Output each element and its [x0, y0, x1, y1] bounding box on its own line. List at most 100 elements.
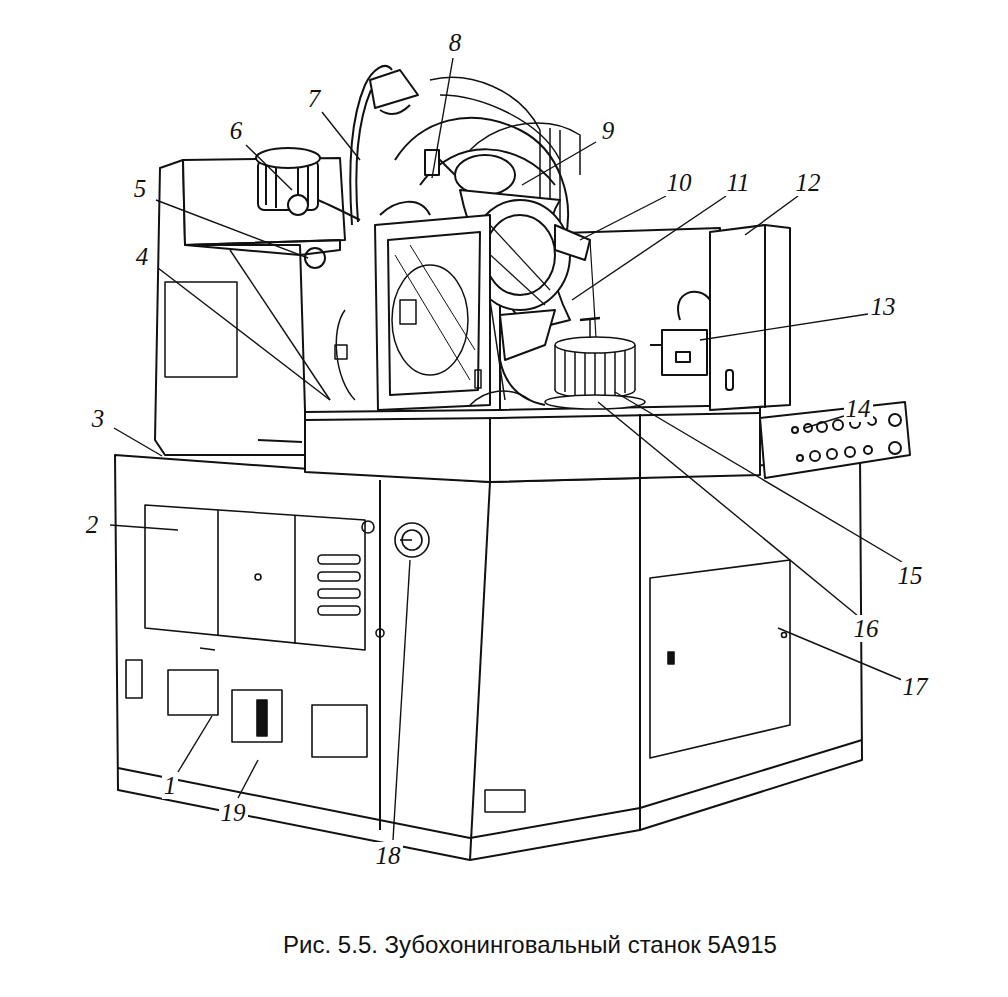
left-doors [126, 505, 429, 757]
drawing-stroke [318, 555, 360, 564]
drawing-stroke [393, 560, 410, 840]
drawing-stroke [455, 155, 515, 195]
drawing-stroke [168, 670, 218, 715]
drawing-stroke [764, 225, 766, 408]
drawing-stroke [662, 330, 707, 375]
drawing-stroke [485, 790, 525, 812]
drawing-stroke [845, 447, 855, 457]
drawing-stroke [379, 480, 381, 830]
drawing-stroke [115, 455, 862, 860]
drawing-stroke [400, 300, 416, 324]
drawing-stroke [322, 112, 360, 160]
drawing-stroke [258, 440, 302, 442]
drawing-stroke [318, 200, 360, 220]
drawing-stroke [500, 413, 760, 418]
drawing-stroke [489, 418, 491, 482]
drawing-stroke [335, 345, 347, 359]
callout-number: 14 [844, 395, 873, 422]
drawing-stroke [500, 360, 545, 405]
drawing-stroke [778, 628, 902, 680]
drawing-stroke [305, 405, 760, 482]
drawing-stroke [634, 345, 636, 390]
drawing-stroke [710, 225, 790, 410]
drawing-stroke [810, 451, 820, 461]
drawing-stroke [554, 345, 556, 390]
drawing-stroke [678, 292, 710, 330]
drawing-stroke [889, 414, 901, 426]
base-cabinet [115, 455, 862, 860]
drawing-stroke [178, 716, 212, 772]
drawing-stroke [545, 395, 645, 409]
callout-number: 2 [84, 511, 101, 538]
drawing-stroke [318, 589, 360, 598]
callout-number: 3 [90, 405, 107, 432]
drawing-stroke [797, 455, 803, 461]
right-door [650, 560, 790, 758]
drawing-stroke [782, 633, 787, 638]
drawing-stroke [318, 572, 360, 581]
drawing-stroke [158, 268, 330, 400]
drawing-stroke [827, 449, 837, 459]
callout-number: 17 [901, 673, 930, 700]
workpiece-gear [545, 318, 645, 409]
callout-number: 7 [306, 85, 323, 112]
callout-number: 4 [134, 243, 151, 270]
drawing-stroke [318, 606, 360, 615]
callout-number: 6 [228, 117, 245, 144]
drawing-stroke [370, 70, 418, 108]
drawing-stroke [572, 196, 726, 300]
callout-number: 18 [374, 842, 403, 869]
callout-number: 19 [219, 799, 248, 826]
drawing-stroke [305, 418, 500, 420]
drawing-stroke [760, 402, 910, 478]
drawing-stroke [500, 310, 555, 360]
drawing-stroke [889, 442, 901, 454]
drawing-stroke [307, 165, 309, 205]
motor [256, 148, 360, 220]
drawing-stroke [580, 196, 666, 240]
drawing-stroke [288, 195, 308, 215]
drawing-stroke [362, 521, 374, 533]
drawing-stroke [805, 416, 844, 428]
figure-caption: Рис. 5.5. Зубохонинговальный станок 5А91… [283, 932, 777, 958]
callout-number: 13 [869, 293, 898, 320]
drawing-stroke [400, 539, 412, 541]
drawing-stroke [624, 345, 626, 393]
drawing-stroke [555, 225, 590, 260]
drawing-stroke [145, 505, 365, 650]
left-housing [155, 158, 345, 455]
drawing-stroke [312, 705, 367, 757]
drawing-stroke [475, 370, 481, 388]
drawing-stroke [485, 250, 545, 305]
drawing-stroke [615, 392, 902, 562]
drawing-stroke [380, 202, 430, 215]
drawing-stroke [745, 196, 798, 235]
callout-number: 15 [896, 562, 925, 589]
drawing-stroke [257, 700, 267, 736]
drawing-stroke [376, 629, 384, 637]
drawing-stroke [668, 652, 674, 664]
drawing-stroke [265, 165, 267, 205]
drawing-stroke [217, 510, 219, 636]
drawing-stroke [294, 515, 296, 644]
drawing-stroke [650, 560, 790, 758]
drawing-stroke [598, 402, 858, 616]
drawing-stroke [485, 215, 555, 295]
leader-lines [110, 58, 902, 840]
drawing-stroke [726, 370, 733, 390]
callout-number: 9 [600, 117, 617, 144]
drawing-stroke [589, 318, 591, 338]
drawing-stroke [380, 105, 410, 114]
drawing-stroke [564, 345, 566, 392]
drawing-stroke [375, 215, 490, 410]
control-panel [760, 402, 910, 478]
drawing-stroke [246, 145, 292, 190]
drawing-stroke [395, 255, 470, 380]
drawing-stroke [232, 690, 282, 742]
drawing-stroke [156, 200, 308, 258]
drawing-stroke [165, 282, 237, 377]
drawing-stroke [388, 232, 480, 395]
drawing-stroke [639, 414, 641, 478]
